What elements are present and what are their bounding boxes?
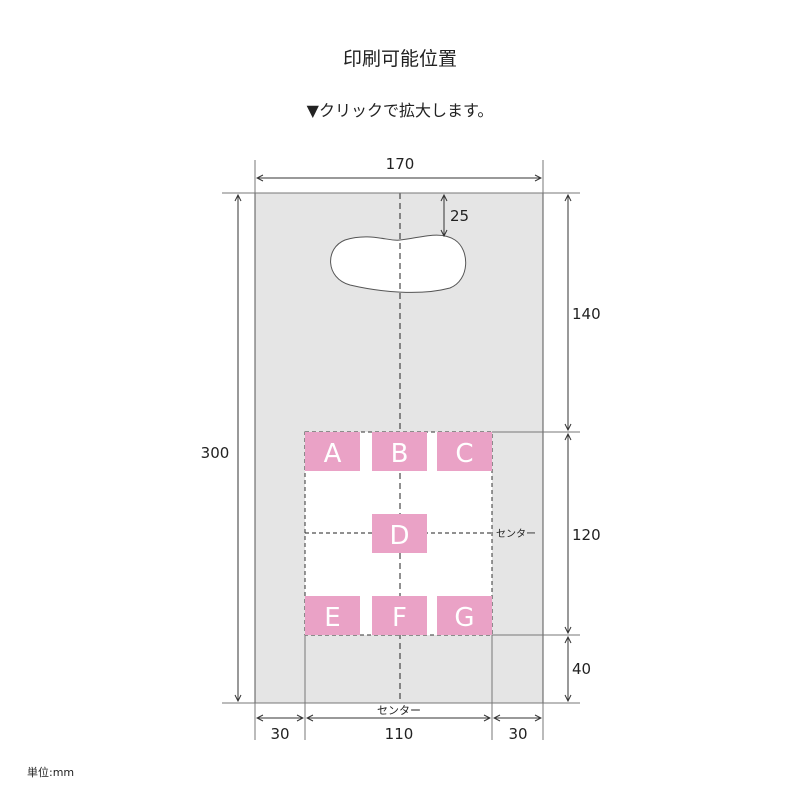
top-to-print-label: 140 [572, 305, 601, 323]
print-position-label: C [455, 439, 473, 469]
print-position-label: D [389, 521, 409, 551]
print-position-label: F [392, 603, 407, 633]
unit-label: 単位:mm [27, 766, 75, 779]
print-height-label: 120 [572, 526, 601, 544]
page-title: 印刷可能位置 [342, 48, 457, 70]
width-label: 170 [386, 155, 415, 173]
print-position-f[interactable] [372, 596, 427, 635]
bag-handle-hole [330, 234, 467, 293]
print-position-d[interactable] [372, 514, 427, 553]
print-position-label: B [391, 439, 409, 469]
print-width-label: 110 [385, 725, 414, 743]
center-label-right: センター [496, 528, 536, 540]
center-label-bottom: センター [377, 704, 421, 717]
height-label: 300 [201, 444, 230, 462]
print-position-c[interactable] [437, 432, 492, 471]
bottom-margin-label: 40 [572, 660, 591, 678]
left-margin-label: 30 [270, 725, 289, 743]
print-position-label: A [324, 439, 342, 469]
print-position-g[interactable] [437, 596, 492, 635]
enlarge-hint-link[interactable]: ▼クリックで拡大します。 [306, 101, 494, 120]
print-position-label: G [454, 603, 474, 633]
print-position-a[interactable] [305, 432, 360, 471]
handle-offset-label: 25 [450, 207, 469, 225]
print-position-label: E [324, 603, 340, 633]
right-margin-label: 30 [508, 725, 527, 743]
print-position-e[interactable] [305, 596, 360, 635]
print-position-b[interactable] [372, 432, 427, 471]
